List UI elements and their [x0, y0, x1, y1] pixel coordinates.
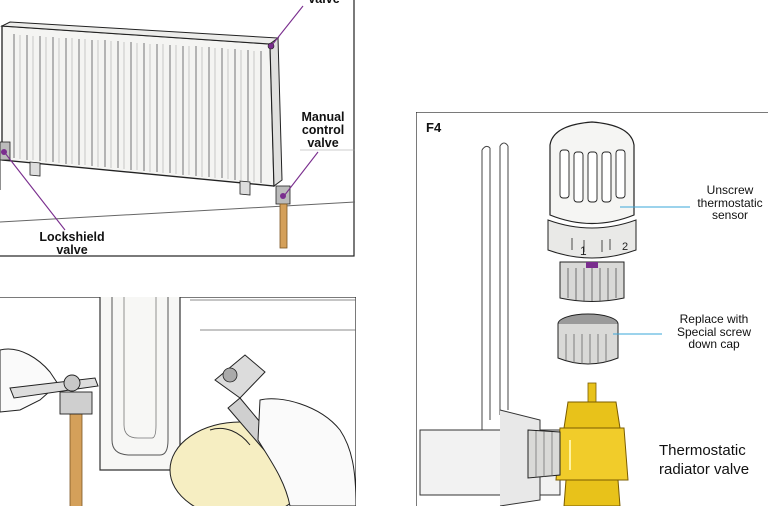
label-line: Thermostatic	[659, 442, 746, 459]
label-line: sensor	[711, 208, 749, 223]
figure-id-f4: F4	[426, 120, 442, 135]
label-unscrew-sensor: Unscrew thermostatic sensor	[684, 184, 768, 222]
panel-f4-trv	[416, 112, 768, 506]
label-line: Manual	[301, 110, 345, 124]
label-line: valve	[307, 136, 339, 151]
screw-down-cap-icon	[557, 313, 619, 365]
dial-number-1: 1	[580, 244, 587, 258]
label-replace-cap: Replace with Special screw down cap	[660, 313, 768, 351]
label-lockshield-valve: Lockshield valve	[30, 230, 114, 258]
label-top-valve: valve	[300, 0, 348, 6]
label-line: radiator valve	[659, 460, 750, 478]
label-line: control	[301, 123, 345, 138]
thermostatic-sensor-icon	[547, 121, 637, 302]
label-line: Replace with	[679, 312, 749, 326]
panel-radiator-overview	[0, 0, 355, 257]
trv-valve-body-icon	[527, 382, 629, 506]
label-line: thermostatic	[697, 195, 763, 210]
label-line: down cap	[688, 337, 740, 352]
radiator-illustration	[0, 21, 283, 196]
label-manual-control-valve: Manual control valve	[294, 110, 352, 151]
manual-control-valve-icon	[275, 185, 291, 249]
label-line: valve	[56, 243, 88, 258]
panel-spanner-detail	[0, 297, 356, 506]
dial-number-2: 2	[622, 241, 628, 253]
label-line: Unscrew	[706, 183, 754, 197]
label-line: Special screw	[676, 324, 752, 339]
label-line: Lockshield	[39, 230, 105, 244]
label-thermostatic-radiator-valve: Thermostatic radiator valve	[659, 442, 768, 480]
